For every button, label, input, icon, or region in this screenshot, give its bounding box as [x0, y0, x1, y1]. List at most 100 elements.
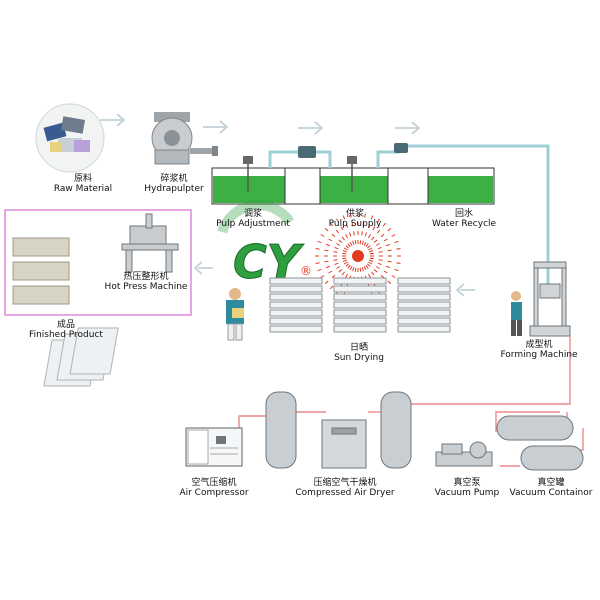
sun-ray: [325, 265, 330, 269]
sun-ray: [368, 247, 373, 251]
sun-ray: [369, 257, 374, 260]
worker-icon: [226, 288, 244, 341]
sun-ray: [365, 264, 369, 269]
pulp-adjustment-label: 调浆 Pulp Adjustment: [208, 209, 298, 230]
sun-ray: [336, 266, 341, 269]
sun-ray: [373, 239, 378, 243]
sun-ray: [380, 233, 385, 238]
forming-machine-en: Forming Machine: [500, 350, 578, 361]
sun-ray: [391, 234, 396, 237]
sun-ray: [375, 243, 380, 246]
sun-ray: [342, 259, 347, 262]
vacuum-pump-zh: 真空泵: [453, 478, 481, 488]
sun-ray: [375, 266, 380, 269]
sun-drying-en: Sun Drying: [334, 353, 384, 364]
pulp-adjustment-tank: [213, 176, 285, 203]
drying-rack-shelf: [397, 317, 451, 325]
sun-ray: [342, 215, 346, 220]
sun-ray: [366, 245, 371, 249]
sun-ray: [334, 246, 339, 250]
air-tanks: [265, 391, 412, 469]
sun-ray: [329, 222, 334, 227]
sun-ray: [329, 285, 334, 290]
raw-material-label: 原料 Raw Material: [48, 174, 118, 195]
pulp-supply-tank: [320, 176, 388, 203]
sun-ray: [315, 262, 320, 264]
sun-ray: [348, 232, 352, 237]
sun-ray: [368, 234, 371, 239]
forming-machine-label: 成型机 Forming Machine: [496, 340, 582, 361]
drying-rack-shelf: [333, 317, 387, 325]
sun-ray: [394, 240, 399, 244]
vacuum-container-zh: 真空罐: [537, 478, 565, 488]
sun-ray: [362, 222, 365, 227]
sun-ray: [345, 223, 349, 228]
finished-product-en: Finished Product: [29, 330, 103, 341]
drying-rack-shelf: [269, 325, 323, 333]
sun-ray: [369, 252, 374, 255]
sun-ray: [364, 232, 368, 237]
sun-ray: [359, 240, 362, 245]
sun-ray: [377, 246, 382, 250]
vacuum-pump-en: Vacuum Pump: [434, 488, 500, 499]
sun-ray: [342, 252, 347, 255]
sun-ray: [349, 241, 353, 246]
drying-rack-shelf: [333, 309, 387, 317]
sun-ray: [335, 229, 340, 234]
sun-ray: [387, 249, 392, 252]
water-recycle-label: 回水 Water Recycle: [424, 209, 504, 230]
flow-arrow-icon: [455, 283, 475, 297]
sun-ray: [363, 241, 367, 246]
sun-ray: [347, 264, 351, 269]
sun-ray: [387, 227, 392, 232]
logo-registered-mark: ®: [300, 264, 312, 278]
pulp-supply-label: 供浆 Pulp Supply: [320, 209, 390, 230]
hot-press-en: Hot Press Machine: [104, 282, 188, 293]
sun-ray: [387, 260, 392, 263]
sun-ray: [361, 267, 364, 272]
sun-ray: [345, 273, 348, 278]
water-recycle-en: Water Recycle: [431, 219, 497, 230]
sun-ray: [342, 257, 347, 260]
water-recycle-zh: 回水: [454, 209, 473, 219]
sun-ray: [354, 240, 357, 245]
sun-ray: [361, 240, 364, 245]
drying-racks: [269, 277, 451, 333]
air-compressor-en: Air Compressor: [179, 488, 249, 499]
drying-rack-shelf: [333, 325, 387, 333]
sun-ray: [371, 271, 375, 276]
drying-rack-shelf: [397, 325, 451, 333]
flow-arrow-icon: [193, 261, 213, 275]
hydrapulpter-illustration: [151, 112, 218, 165]
sun-ray: [369, 250, 374, 253]
drying-rack-shelf: [333, 293, 387, 301]
sun-ray: [328, 270, 333, 274]
drying-rack-shelf: [333, 301, 387, 309]
sun-ray: [333, 259, 338, 261]
air-compressor-label: 空气压缩机 Air Compressor: [172, 478, 256, 499]
sun-ray: [386, 265, 391, 269]
pulp-tanks: [211, 156, 495, 205]
hydrapulpter-en: Hydrapulpter: [144, 184, 204, 195]
vacuum-container-label: 真空罐 Vacuum Containor: [508, 478, 594, 499]
sun-ray: [377, 218, 380, 223]
sun-ray: [324, 227, 329, 232]
hot-press-label: 热压整形机 Hot Press Machine: [100, 272, 192, 293]
drying-rack-shelf: [397, 277, 451, 285]
air-dryer-zh: 压缩空气干燥机: [313, 478, 377, 488]
sun-core: [352, 250, 364, 262]
sun-ray: [331, 274, 336, 279]
sun-ray: [317, 240, 322, 244]
molded-trays: [12, 237, 70, 305]
sun-ray: [320, 234, 325, 237]
pulp-supply-zh: 供浆: [345, 209, 364, 219]
air-dryer-label: 压缩空气干燥机 Compressed Air Dryer: [290, 478, 400, 499]
drying-rack-shelf: [397, 293, 451, 301]
sun-ray: [343, 247, 348, 251]
sun-ray: [372, 226, 376, 231]
air-dryer-en: Compressed Air Dryer: [295, 488, 395, 499]
finished-product-zh: 成品: [56, 320, 75, 330]
vacuum-pump-label: 真空泵 Vacuum Pump: [430, 478, 504, 499]
sun-ray: [349, 266, 353, 271]
